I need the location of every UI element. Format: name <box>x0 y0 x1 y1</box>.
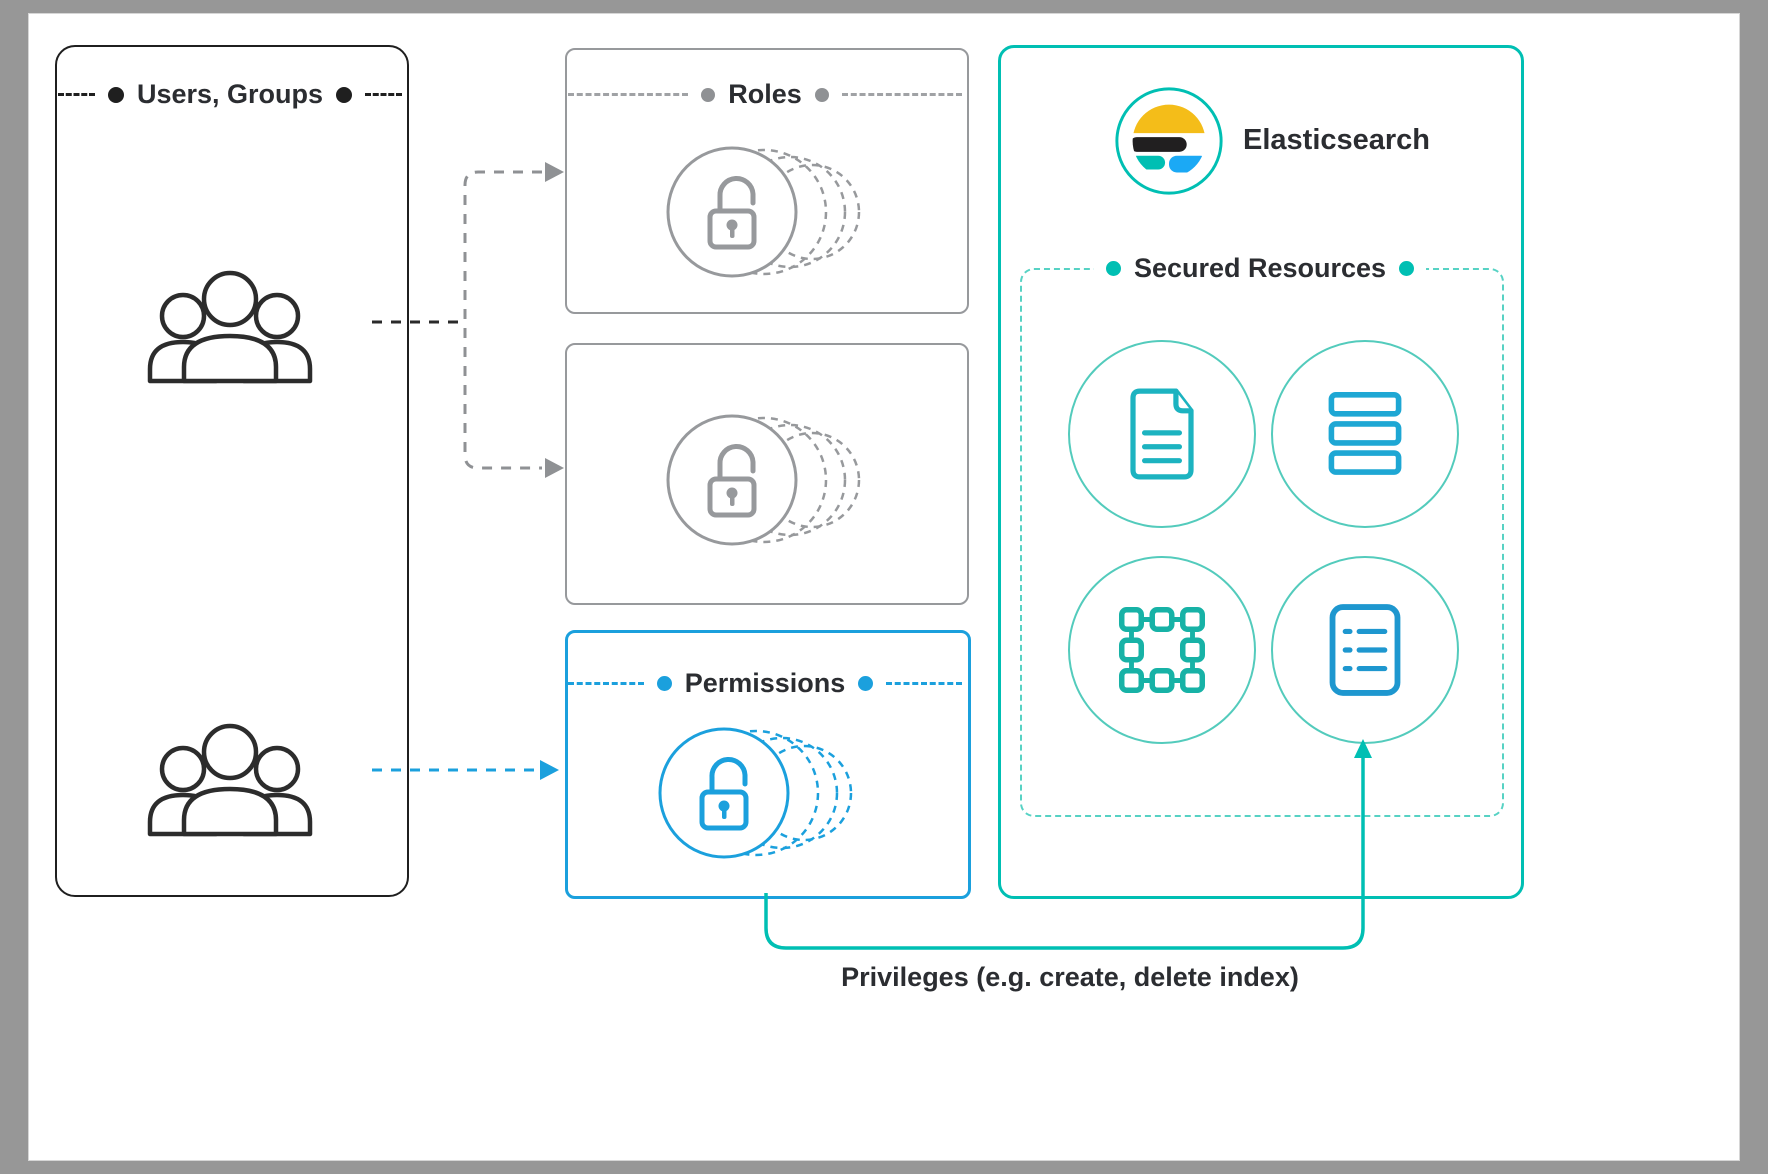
dashed-line-segment <box>886 682 963 685</box>
resource-circle-document <box>1068 340 1256 528</box>
privileges-caption: Privileges (e.g. create, delete index) <box>841 962 1299 992</box>
bullet-dot <box>814 87 829 102</box>
document-icon <box>1104 376 1220 492</box>
unlocked-padlock-icon <box>660 137 900 287</box>
bullet-dot <box>858 676 874 691</box>
bullet-dot <box>1399 260 1415 276</box>
users-groups-header: Users, Groups <box>58 81 402 108</box>
dashed-line-segment <box>568 682 644 685</box>
users-groups-label: Users, Groups <box>136 79 324 109</box>
cluster-nodes-icon <box>1101 589 1223 711</box>
resource-circle-cluster <box>1068 556 1256 744</box>
bullet-dot <box>336 86 353 103</box>
people-group-icon <box>130 252 330 392</box>
bullet-dot <box>1105 260 1121 276</box>
unlocked-padlock-icon <box>652 718 892 868</box>
dashed-line-segment <box>568 93 689 96</box>
unlocked-padlock-icon <box>660 405 900 555</box>
roles-label: Roles <box>728 79 802 109</box>
resource-circle-index <box>1271 340 1459 528</box>
secured-resources-header: Secured Resources <box>1020 253 1500 283</box>
bullet-dot <box>107 86 124 103</box>
secured-resources-pill: Secured Resources <box>1093 252 1427 283</box>
resource-circle-list <box>1271 556 1459 744</box>
secured-resources-box <box>1020 268 1504 817</box>
list-icon <box>1307 592 1423 708</box>
dashed-line-segment <box>841 93 962 96</box>
permissions-label: Permissions <box>684 668 846 698</box>
secured-resources-label: Secured Resources <box>1133 252 1387 283</box>
stacked-index-icon <box>1309 378 1421 490</box>
permissions-header: Permissions <box>568 668 963 698</box>
bullet-dot <box>656 676 672 691</box>
dashed-line-segment <box>365 93 402 96</box>
elastic-logo-icon <box>1115 87 1223 195</box>
bullet-dot <box>701 87 716 102</box>
elasticsearch-label: Elasticsearch <box>1243 124 1431 156</box>
roles-header: Roles <box>568 81 962 108</box>
people-group-icon <box>130 705 330 845</box>
dashed-line-segment <box>58 93 95 96</box>
